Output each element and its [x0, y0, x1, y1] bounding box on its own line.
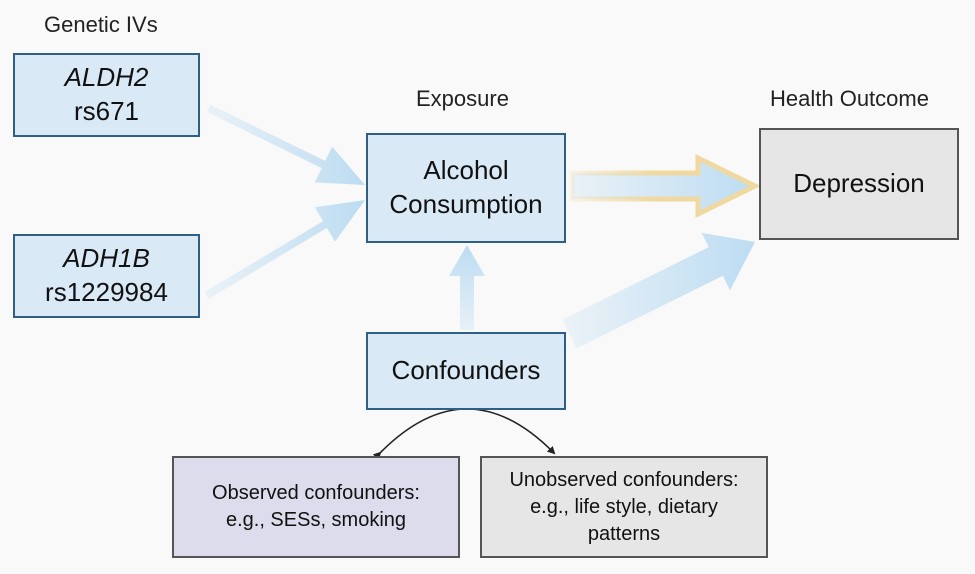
- aldh2-node: ALDH2 rs671: [13, 53, 200, 137]
- arrow-adh1b-to-alcohol: [204, 200, 365, 299]
- unobserved-line1: Unobserved confounders:: [509, 468, 739, 491]
- arrow-alcohol-to-depression: [569, 153, 761, 219]
- arrow-confounders-to-depression: [562, 232, 755, 349]
- adh1b-gene: ADH1B: [63, 243, 150, 274]
- aldh2-snp: rs671: [73, 96, 140, 126]
- arrow-confounders-to-alcohol: [449, 245, 485, 330]
- curved-double-arrow: [372, 408, 556, 461]
- confounders-text: Confounders: [391, 355, 541, 386]
- arrow-aldh2-to-alcohol: [206, 104, 365, 185]
- observed-line1: Observed confounders:: [212, 482, 420, 504]
- observed-line2: e.g., SESs, smoking: [225, 509, 407, 531]
- alcohol-consumption-node: Alcohol Consumption: [366, 133, 566, 243]
- alcohol-line2: Consumption: [389, 189, 543, 219]
- depression-text: Depression: [793, 168, 925, 199]
- observed-confounders-node: Observed confounders: e.g., SESs, smokin…: [172, 456, 460, 558]
- unobserved-line3: patterns: [587, 522, 661, 545]
- exposure-label: Exposure: [416, 86, 509, 111]
- adh1b-node: ADH1B rs1229984: [13, 234, 200, 318]
- unobserved-confounders-node: Unobserved confounders: e.g., life style…: [480, 456, 768, 558]
- health-outcome-label: Health Outcome: [770, 86, 929, 111]
- depression-node: Depression: [759, 128, 959, 240]
- genetic-ivs-label: Genetic IVs: [44, 12, 158, 37]
- unobserved-line2: e.g., life style, dietary: [530, 495, 718, 518]
- adh1b-snp: rs1229984: [45, 277, 168, 307]
- alcohol-line1: Alcohol: [423, 155, 509, 186]
- confounders-node: Confounders: [366, 332, 566, 410]
- aldh2-gene: ALDH2: [64, 62, 149, 93]
